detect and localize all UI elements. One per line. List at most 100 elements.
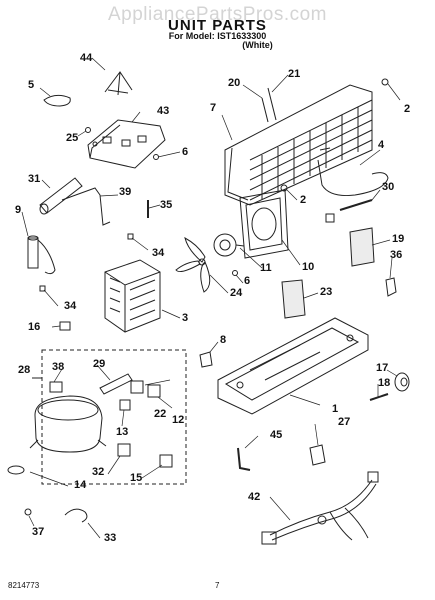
part-wire bbox=[64, 508, 88, 523]
part-fitting bbox=[261, 97, 269, 123]
compressor-kit-border bbox=[41, 349, 187, 485]
callout-30: 30 bbox=[382, 181, 395, 193]
part-control-box bbox=[87, 119, 166, 169]
part-wire-clip bbox=[43, 94, 71, 107]
callout-16: 16 bbox=[28, 321, 41, 333]
callout-32: 32 bbox=[92, 466, 105, 478]
callout-27: 27 bbox=[338, 416, 351, 428]
callout-15: 15 bbox=[130, 472, 143, 484]
watermark: AppliancePartsPros.com bbox=[107, 4, 328, 25]
callout-28: 28 bbox=[18, 364, 31, 376]
part-grommet bbox=[7, 465, 25, 475]
part-clip bbox=[119, 399, 131, 411]
callout-4: 4 bbox=[378, 139, 385, 151]
part-capacitor bbox=[99, 373, 133, 395]
part-clip bbox=[59, 321, 71, 331]
callout-33: 33 bbox=[104, 532, 117, 544]
callout-18: 18 bbox=[378, 377, 391, 389]
callout-2: 2 bbox=[404, 103, 411, 115]
part-drain-tube bbox=[61, 187, 111, 226]
part-insulation-tube bbox=[39, 177, 83, 215]
callout-3: 3 bbox=[182, 312, 189, 324]
part-foam-pad bbox=[349, 227, 375, 267]
part-tube bbox=[339, 199, 373, 211]
callout-45: 45 bbox=[270, 429, 283, 441]
callout-17: 17 bbox=[376, 362, 389, 374]
callout-14: 14 bbox=[74, 479, 87, 491]
callout-43: 43 bbox=[157, 105, 170, 117]
callout-25: 25 bbox=[66, 132, 79, 144]
part-cylinder-tube bbox=[27, 235, 56, 275]
page-title: UNIT PARTS bbox=[168, 17, 267, 34]
part-condenser bbox=[104, 259, 161, 333]
callout-42: 42 bbox=[248, 491, 261, 503]
callout-24: 24 bbox=[230, 287, 243, 299]
page-number: 7 bbox=[215, 581, 220, 590]
callout-11: 11 bbox=[260, 262, 272, 274]
leader-lines bbox=[21, 57, 401, 539]
part-condenser-coil bbox=[224, 84, 373, 206]
part-relay bbox=[147, 384, 161, 398]
callout-6: 6 bbox=[244, 275, 251, 287]
callout-1: 1 bbox=[332, 403, 339, 415]
callout-35: 35 bbox=[160, 199, 173, 211]
part-fan-shroud bbox=[239, 189, 289, 259]
callout-44: 44 bbox=[80, 52, 93, 64]
part-overload bbox=[49, 381, 63, 393]
callout-39: 39 bbox=[119, 186, 132, 198]
part-relay bbox=[159, 454, 173, 468]
callout-34: 34 bbox=[64, 300, 77, 312]
part-bracket bbox=[104, 71, 133, 96]
callout-22: 22 bbox=[154, 408, 167, 420]
document-number: 8214773 bbox=[8, 581, 40, 590]
part-fitting bbox=[267, 87, 277, 121]
callout-23: 23 bbox=[320, 286, 333, 298]
part-foam-pad bbox=[281, 279, 306, 319]
part-clip bbox=[385, 277, 397, 297]
part-relay bbox=[130, 380, 144, 394]
part-screw bbox=[232, 270, 238, 276]
callout-19: 19 bbox=[392, 233, 405, 245]
model-line: For Model: IST1633300 bbox=[168, 31, 267, 41]
callout-20: 20 bbox=[228, 77, 241, 89]
part-fan-motor bbox=[213, 233, 245, 257]
callout-10: 10 bbox=[302, 261, 315, 273]
callout-29: 29 bbox=[93, 358, 106, 370]
callout-37: 37 bbox=[32, 526, 45, 538]
part-screw bbox=[280, 184, 288, 192]
callout-6: 6 bbox=[182, 146, 189, 158]
callout-2: 2 bbox=[300, 194, 307, 206]
callout-31: 31 bbox=[28, 173, 41, 185]
callout-9: 9 bbox=[15, 204, 22, 216]
part-wire-harness bbox=[261, 471, 379, 545]
part-screw bbox=[85, 127, 91, 133]
part-heater-loop bbox=[317, 147, 389, 196]
part-base-pan bbox=[217, 317, 369, 415]
part-pin bbox=[369, 393, 389, 401]
part-connector bbox=[325, 213, 335, 223]
callout-12: 12 bbox=[172, 414, 185, 426]
part-fan-blade bbox=[175, 237, 211, 293]
callout-13: 13 bbox=[116, 426, 129, 438]
callout-21: 21 bbox=[288, 68, 301, 80]
callout-7: 7 bbox=[210, 102, 217, 114]
callout-34: 34 bbox=[152, 247, 165, 259]
callout-5: 5 bbox=[28, 79, 35, 91]
part-relay bbox=[117, 443, 131, 457]
part-compressor bbox=[29, 395, 107, 453]
part-clip bbox=[39, 285, 46, 292]
part-screw bbox=[24, 508, 32, 516]
part-clip bbox=[127, 233, 134, 240]
callout-8: 8 bbox=[220, 334, 227, 346]
callout-38: 38 bbox=[52, 361, 65, 373]
callout-36: 36 bbox=[390, 249, 403, 261]
part-roller bbox=[394, 372, 410, 392]
part-screw bbox=[153, 154, 159, 160]
part-grommet bbox=[199, 351, 213, 368]
part-bracket bbox=[309, 444, 326, 466]
color-variant: (White) bbox=[242, 40, 273, 50]
part-rod bbox=[237, 447, 251, 471]
part-screw bbox=[381, 78, 389, 86]
